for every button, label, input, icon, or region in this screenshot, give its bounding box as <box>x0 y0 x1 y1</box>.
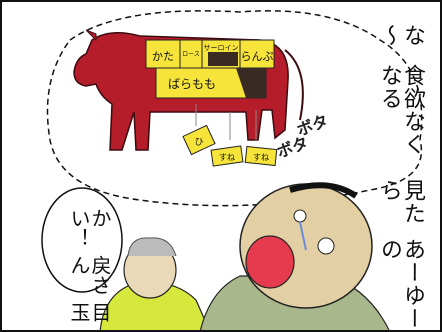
mouth <box>245 235 295 289</box>
cut-baramomo-label: ばらもも <box>168 77 216 91</box>
cow-cut-sirloin: サーロイン <box>201 39 241 69</box>
speech-bubble <box>41 187 123 293</box>
cut-ranpu-label: らんぷ <box>241 50 274 63</box>
falling-label-a: ひ <box>182 124 216 156</box>
cow-cut-rosu: ロース <box>179 39 203 69</box>
falling-label-c: すね <box>244 145 278 167</box>
speech-text: 目玉 戻さん かい！ <box>67 208 112 322</box>
cut-sirloin-label: サーロイン <box>204 44 239 52</box>
cow-cut-kata: かた <box>145 39 181 69</box>
thought-text: あーゆーの 見たら 食欲なくなる な～ <box>376 24 425 330</box>
svg-text:すね: すね <box>253 153 269 162</box>
fat-man <box>199 182 391 332</box>
cow-cut-ranpu: らんぷ <box>239 39 275 69</box>
svg-text:ひ: ひ <box>194 137 203 148</box>
old-man <box>99 237 211 332</box>
falling-label-b: すね <box>210 145 244 167</box>
cow-cut-baramomo: ばらもも <box>155 67 267 99</box>
svg-text:すね: すね <box>219 153 235 162</box>
motion-lines <box>195 104 257 140</box>
cut-rosu-label: ロース <box>182 51 200 58</box>
cut-kata-label: かた <box>152 50 174 63</box>
